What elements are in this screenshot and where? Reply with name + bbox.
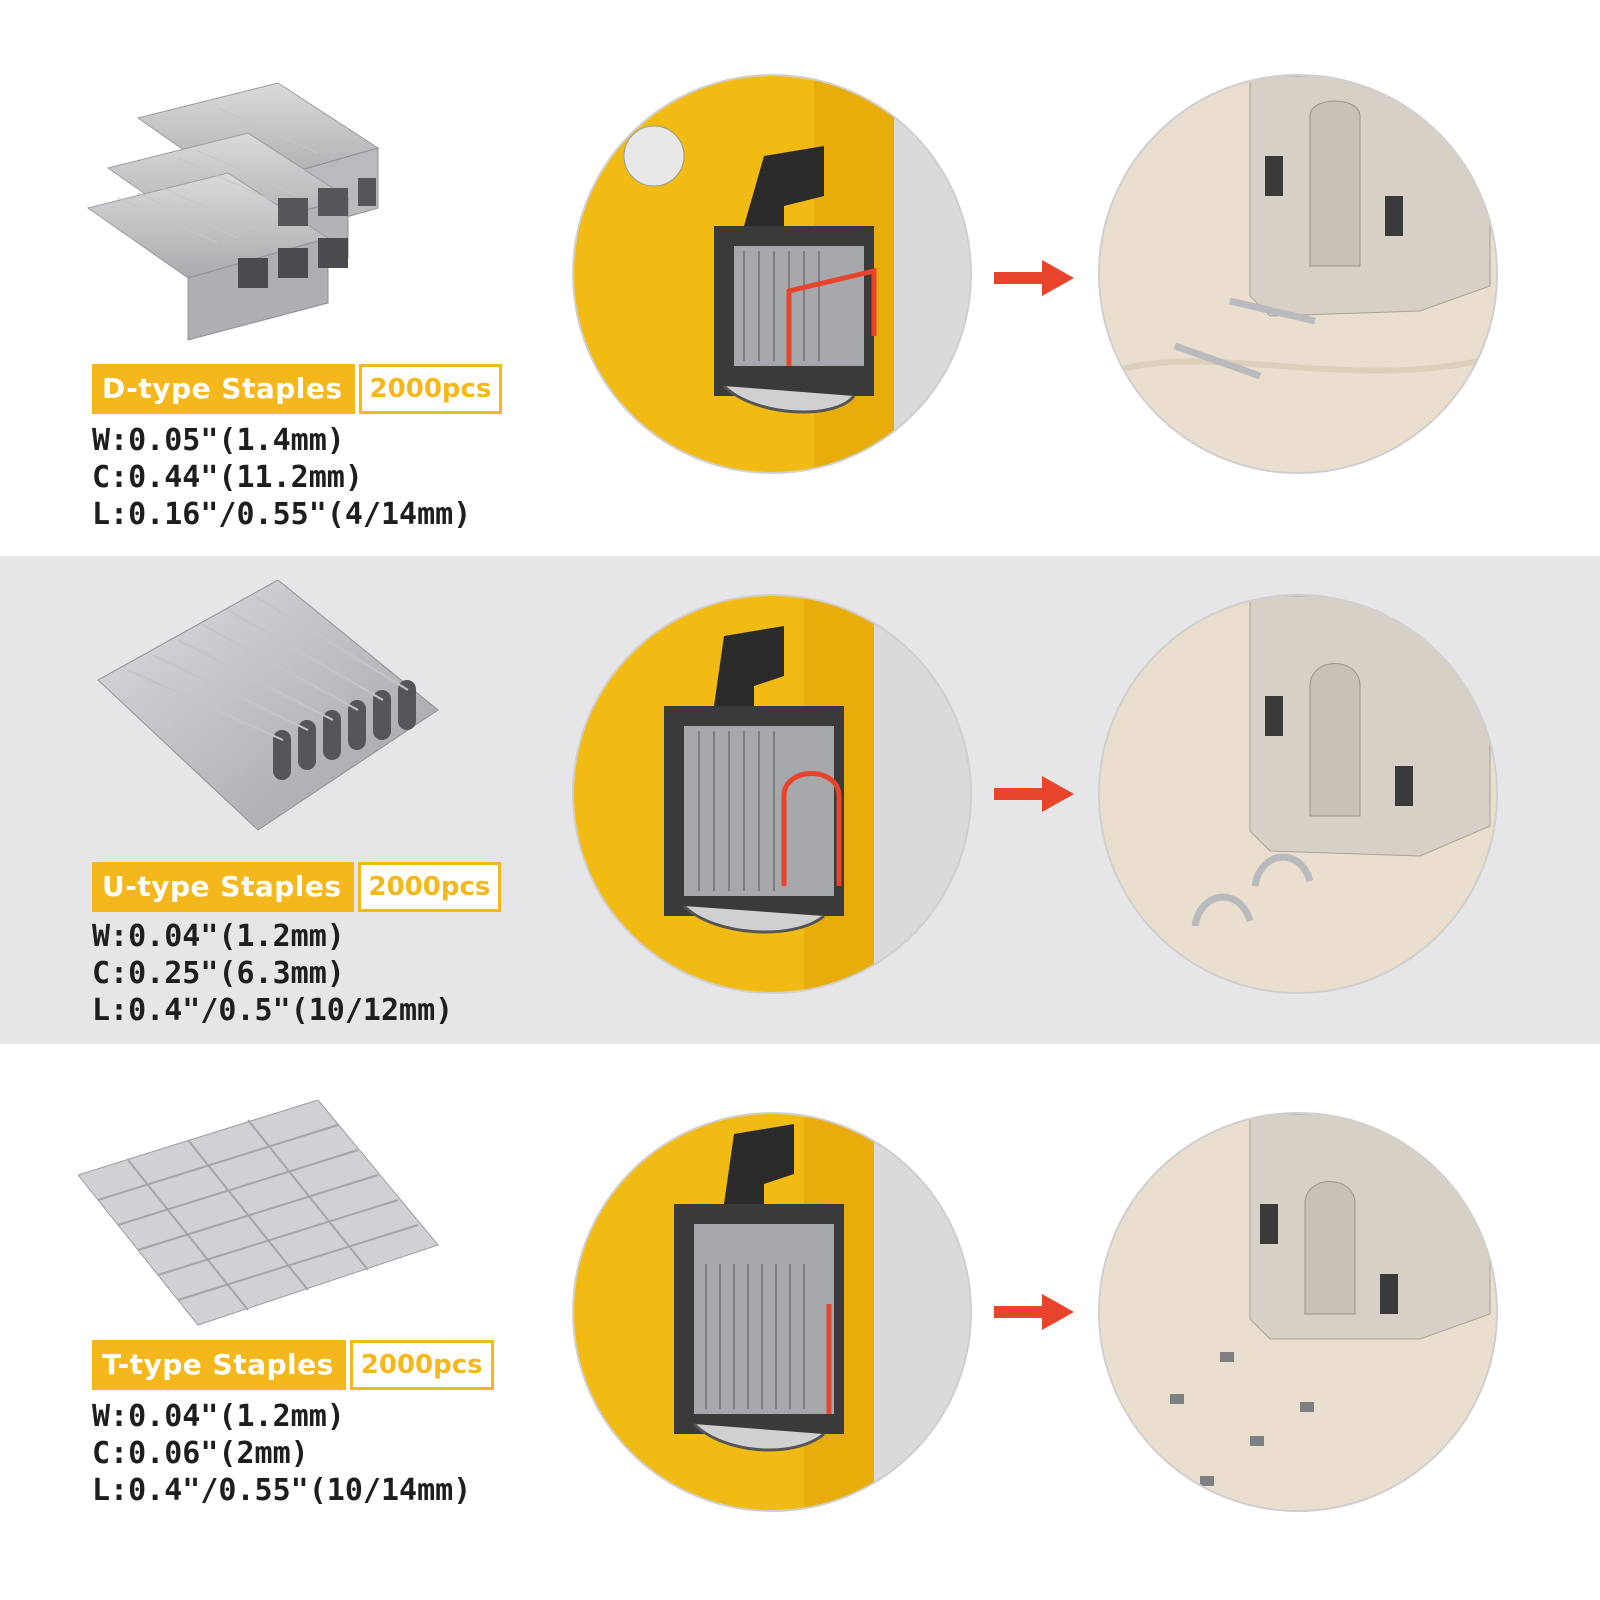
t-type-result-closeup	[1098, 1112, 1498, 1512]
u-type-tool-closeup	[572, 594, 972, 994]
u-type-title: U-type Staples	[92, 862, 354, 912]
d-type-title: D-type Staples	[92, 364, 355, 414]
u-type-spec-length: L:0.4"/0.5"(10/12mm)	[92, 993, 454, 1028]
right-arrow-icon	[994, 260, 1074, 296]
u-type-specs: W:0.04"(1.2mm) C:0.25"(6.3mm) L:0.4"/0.5…	[92, 918, 512, 1029]
d-type-spec-length: L:0.16"/0.55"(4/14mm)	[92, 497, 472, 532]
u-type-result-closeup	[1098, 594, 1498, 994]
u-type-staples-image	[97, 580, 439, 831]
d-type-tool-closeup	[572, 74, 972, 474]
u-type-spec-crown: C:0.25"(6.3mm)	[92, 956, 345, 991]
d-type-result-closeup	[1098, 74, 1498, 474]
d-type-quantity-badge: 2000pcs	[358, 364, 503, 414]
t-type-spec-crown: C:0.06"(2mm)	[92, 1436, 309, 1471]
d-type-spec-width: W:0.05"(1.4mm)	[92, 423, 345, 458]
t-type-spec-width: W:0.04"(1.2mm)	[92, 1399, 345, 1434]
d-type-label-row: D-type Staples 2000pcs	[92, 364, 503, 414]
d-type-staples-image	[86, 82, 380, 341]
right-arrow-icon	[994, 1294, 1074, 1330]
t-type-spec-length: L:0.4"/0.55"(10/14mm)	[92, 1473, 472, 1508]
u-type-label-row: U-type Staples 2000pcs	[92, 862, 502, 912]
u-type-quantity-badge: 2000pcs	[357, 862, 502, 912]
t-type-title: T-type Staples	[92, 1340, 346, 1390]
t-type-tool-closeup	[572, 1112, 972, 1512]
t-type-quantity-badge: 2000pcs	[349, 1340, 494, 1390]
t-type-label-row: T-type Staples 2000pcs	[92, 1340, 494, 1390]
d-type-spec-crown: C:0.44"(11.2mm)	[92, 460, 363, 495]
t-type-staples-image	[78, 1100, 439, 1326]
right-arrow-icon	[994, 776, 1074, 812]
u-type-spec-width: W:0.04"(1.2mm)	[92, 919, 345, 954]
t-type-specs: W:0.04"(1.2mm) C:0.06"(2mm) L:0.4"/0.55"…	[92, 1398, 512, 1509]
d-type-specs: W:0.05"(1.4mm) C:0.44"(11.2mm) L:0.16"/0…	[92, 422, 512, 533]
